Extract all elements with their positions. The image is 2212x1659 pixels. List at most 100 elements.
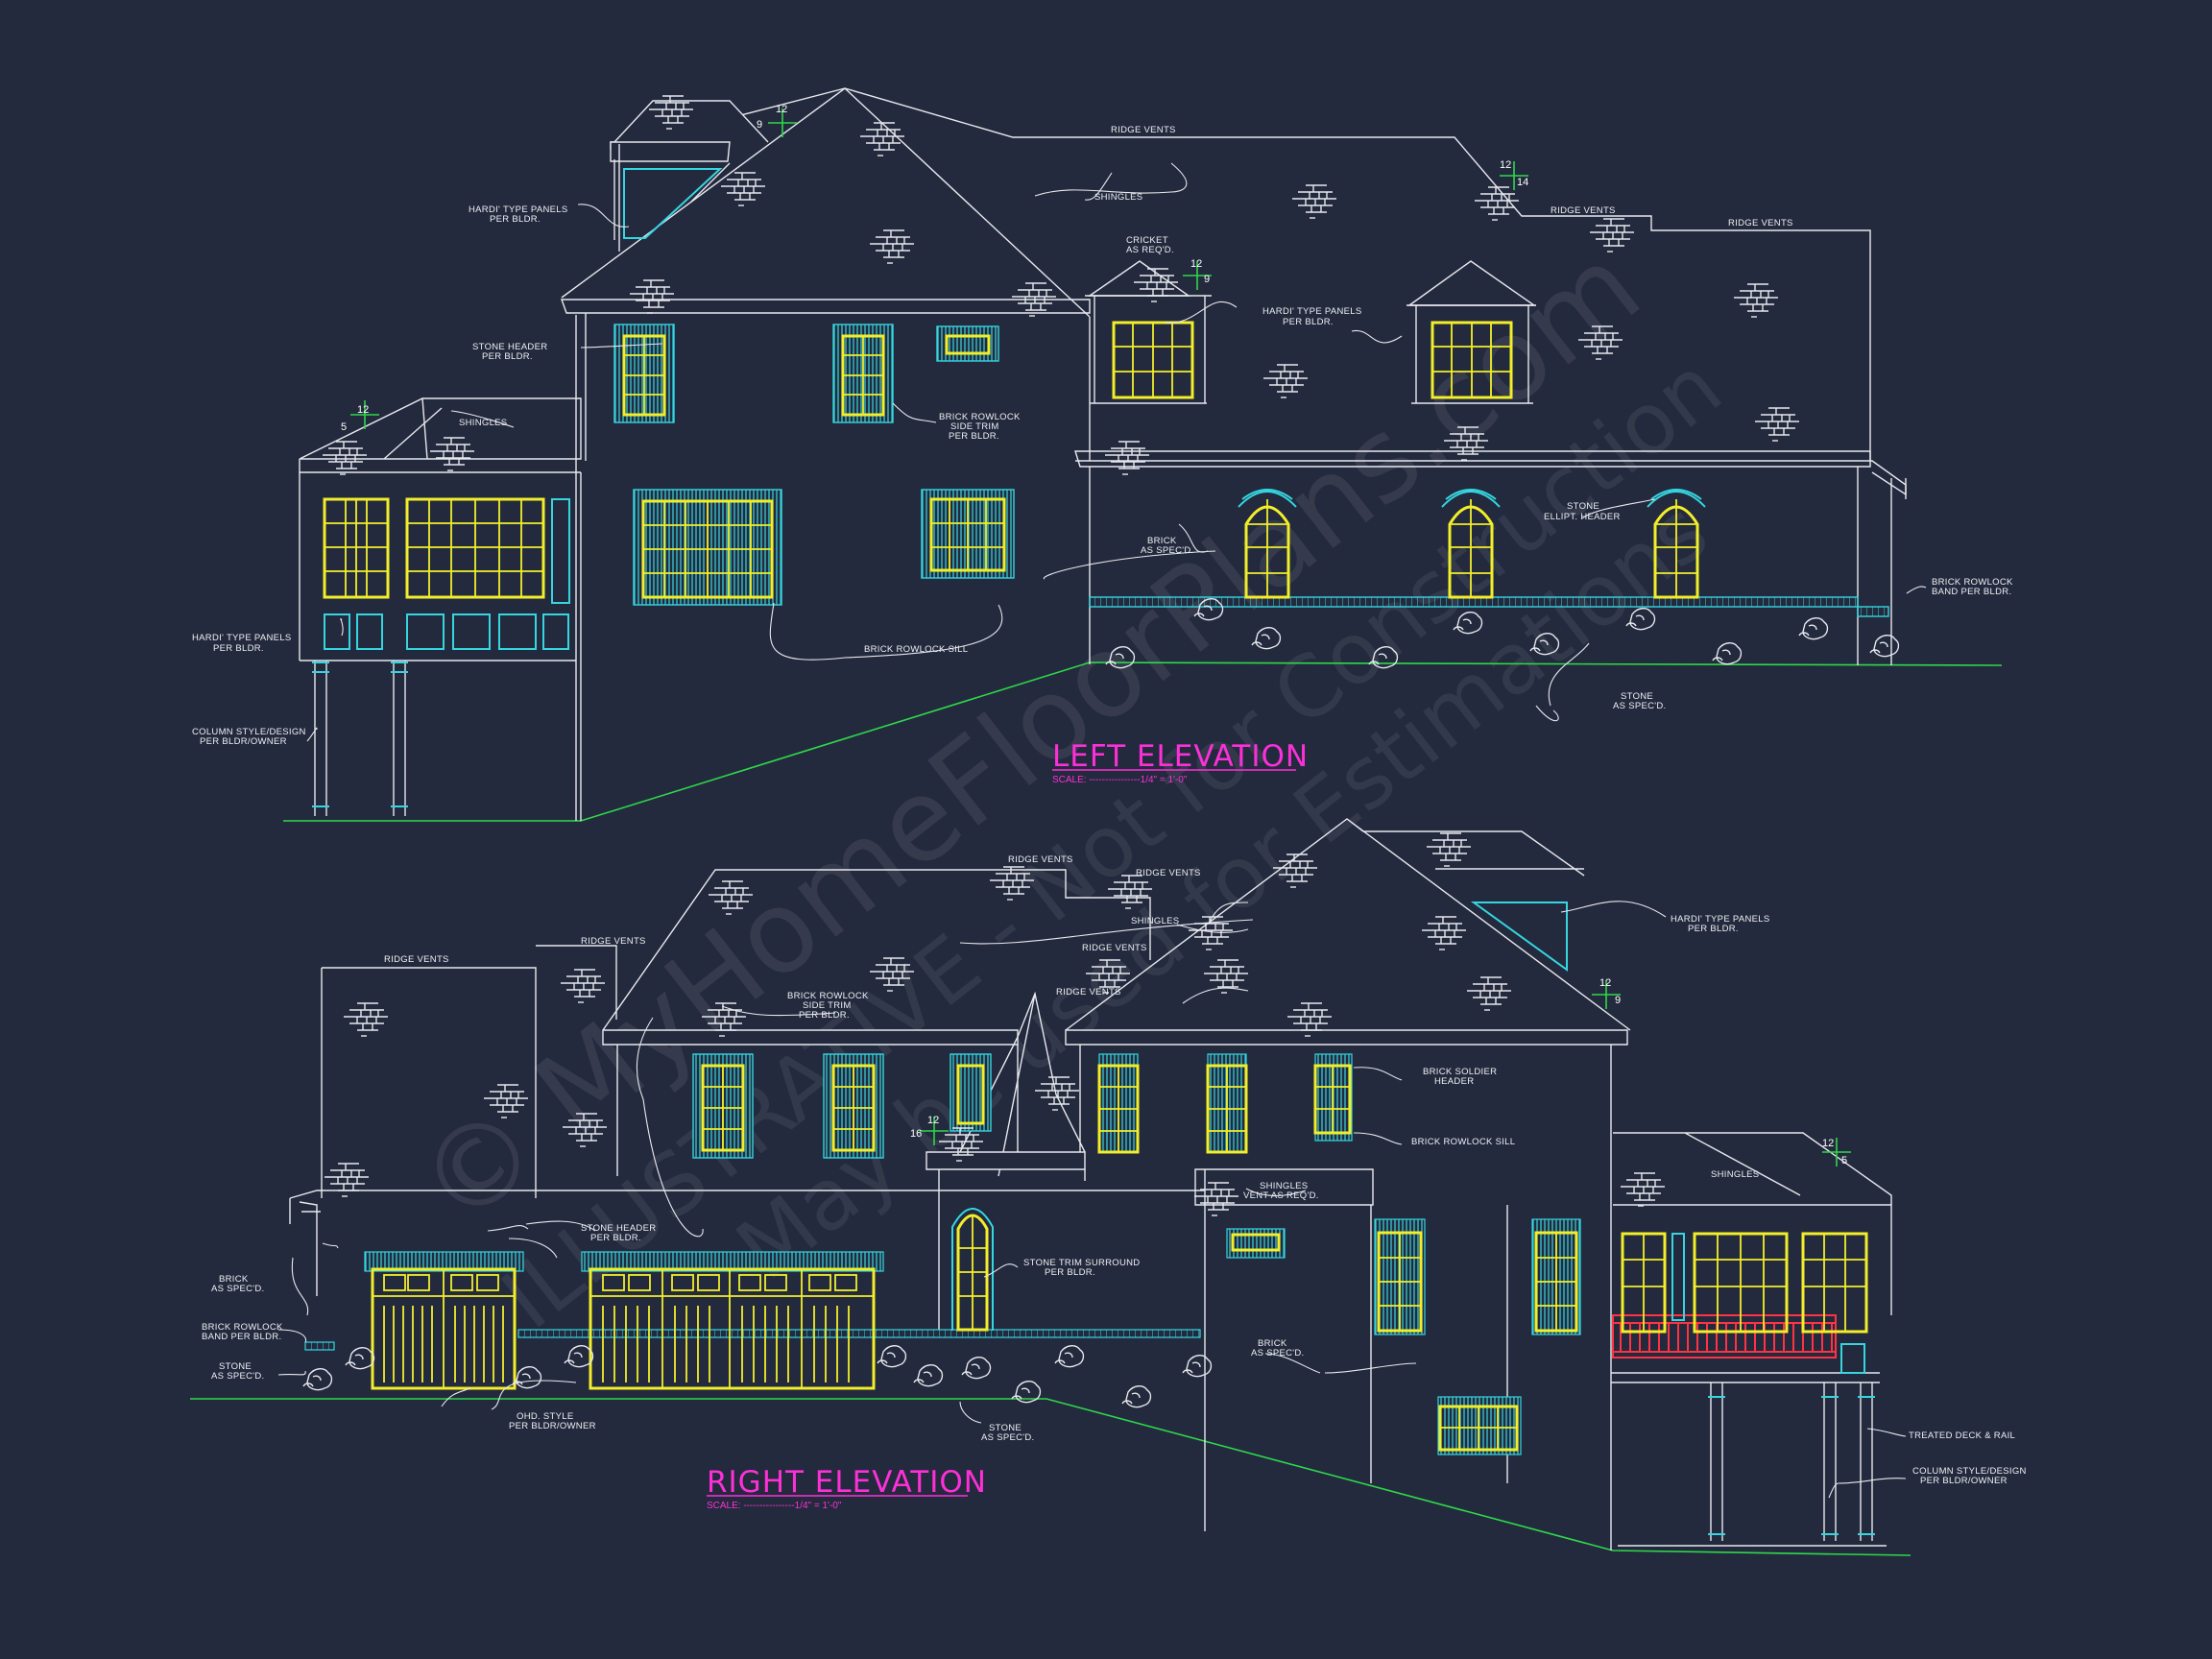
svg-text:PER BLDR.: PER BLDR. (1045, 1267, 1095, 1278)
svg-text:PER BLDR.: PER BLDR. (799, 1010, 850, 1021)
note-hardi-panels: HARDI' TYPE PANELS (1262, 306, 1361, 317)
note-ridge-vents: RIDGE VENTS (384, 954, 449, 965)
note-shingles: SHINGLES (1094, 192, 1142, 203)
note-hardi-panels: HARDI' TYPE PANELS (192, 633, 291, 643)
right-elevation-scale: SCALE: ----------------1/4" = 1'-0" (707, 1501, 842, 1511)
note-shingles: SHINGLES (459, 418, 507, 428)
note-column-style: COLUMN STYLE/DESIGN (1912, 1466, 2027, 1477)
svg-text:PER BLDR/OWNER: PER BLDR/OWNER (200, 736, 287, 747)
note-stone: STONE (1621, 691, 1653, 702)
svg-text:VENT AS REQ'D.: VENT AS REQ'D. (1243, 1190, 1319, 1201)
svg-text:12: 12 (1500, 159, 1511, 171)
right-deck-rail (1612, 1314, 1865, 1374)
svg-text:AS SPEC'D.: AS SPEC'D. (211, 1284, 265, 1294)
note-stone-header: STONE HEADER (472, 342, 547, 352)
svg-text:ELLIPT. HEADER: ELLIPT. HEADER (1544, 512, 1621, 522)
note-ridge-vents: RIDGE VENTS (1056, 987, 1121, 998)
note-brick: BRICK (219, 1274, 249, 1285)
left-elevation-title: LEFT ELEVATION (1052, 739, 1309, 774)
note-stone-ellipt: STONE (1567, 501, 1599, 512)
note-ohd-style: OHD. STYLE (517, 1411, 574, 1422)
svg-text:PER BLDR.: PER BLDR. (1283, 317, 1334, 327)
svg-text:BAND PER BLDR.: BAND PER BLDR. (202, 1332, 281, 1342)
right-elevation: 12 9 12 16 12 5 RIDGE VENTS RIDGE VENTS … (190, 818, 2027, 1556)
svg-text:12: 12 (357, 404, 369, 416)
svg-text:5: 5 (341, 421, 347, 433)
svg-text:12: 12 (1599, 977, 1611, 989)
note-treated-deck: TREATED DECK & RAIL (1909, 1431, 2015, 1441)
right-elevation-title: RIGHT ELEVATION (707, 1465, 987, 1500)
note-stone-header: STONE HEADER (581, 1223, 656, 1234)
svg-text:9: 9 (1204, 274, 1210, 285)
note-brick-soldier: BRICK SOLDIER (1423, 1067, 1497, 1077)
svg-text:5: 5 (1841, 1155, 1847, 1166)
note-column-style: COLUMN STYLE/DESIGN (192, 727, 306, 737)
svg-text:PER BLDR.: PER BLDR. (590, 1233, 641, 1243)
svg-text:PER BLDR.: PER BLDR. (213, 643, 264, 654)
note-ridge-vents: RIDGE VENTS (1082, 943, 1147, 953)
note-brick-rowlock-sill: BRICK ROWLOCK SILL (864, 644, 968, 655)
svg-text:12: 12 (927, 1115, 939, 1126)
left-grade-line (283, 661, 2003, 822)
svg-text:PER BLDR.: PER BLDR. (1688, 924, 1739, 934)
right-hardi-gable (1470, 902, 1568, 972)
svg-text:SIDE TRIM: SIDE TRIM (803, 1000, 852, 1011)
note-hardi-panels: HARDI' TYPE PANELS (469, 204, 567, 215)
svg-text:HEADER: HEADER (1434, 1076, 1474, 1087)
left-elevation-notes: RIDGE VENTS RIDGE VENTS RIDGE VENTS SHIN… (192, 125, 2013, 747)
right-upper-windows (692, 1053, 1353, 1159)
note-hardi-panels: HARDI' TYPE PANELS (1671, 914, 1769, 925)
svg-text:AS SPEC'D.: AS SPEC'D. (1141, 545, 1194, 556)
left-upper-windows (613, 321, 1513, 423)
note-ridge-vents: RIDGE VENTS (1008, 854, 1073, 865)
svg-text:12: 12 (776, 104, 787, 115)
note-brick-rowlock-side: BRICK ROWLOCK (787, 991, 869, 1001)
note-brick-rowlock-sill: BRICK ROWLOCK SILL (1411, 1137, 1515, 1147)
left-porch-panels (324, 498, 570, 650)
svg-text:12: 12 (1190, 258, 1202, 270)
note-brick-rowlock-band: BRICK ROWLOCK (1932, 577, 2013, 588)
note-ridge-vents: RIDGE VENTS (1551, 205, 1616, 216)
note-ridge-vents: RIDGE VENTS (1136, 868, 1201, 878)
note-shingles-vent: SHINGLES (1260, 1181, 1308, 1191)
svg-text:PER BLDR/OWNER: PER BLDR/OWNER (1920, 1476, 2008, 1486)
right-garage-doors (364, 1251, 884, 1390)
svg-text:PER BLDR.: PER BLDR. (490, 214, 541, 225)
svg-text:AS SPEC'D.: AS SPEC'D. (1251, 1348, 1305, 1358)
left-pitch-markers: 12 9 12 14 12 9 12 5 (341, 104, 1528, 433)
note-ridge-vents: RIDGE VENTS (581, 936, 646, 947)
svg-text:AS SPEC'D.: AS SPEC'D. (1613, 701, 1667, 711)
svg-text:PER BLDR.: PER BLDR. (949, 431, 999, 442)
note-brick: BRICK (1258, 1338, 1287, 1349)
left-porch-windows (323, 497, 545, 599)
right-stone-symbols (302, 1345, 1213, 1408)
svg-text:PER BLDR.: PER BLDR. (482, 351, 533, 362)
left-hardi-gable (623, 168, 723, 239)
note-shingles: SHINGLES (1711, 1169, 1759, 1180)
right-pitch-markers: 12 9 12 16 12 5 (910, 977, 1851, 1166)
svg-text:AS REQ'D.: AS REQ'D. (1126, 245, 1174, 255)
svg-text:14: 14 (1517, 177, 1528, 188)
svg-text:9: 9 (757, 119, 762, 131)
svg-text:PER BLDR/OWNER: PER BLDR/OWNER (509, 1421, 596, 1431)
note-stone: STONE (989, 1423, 1022, 1433)
svg-text:SIDE TRIM: SIDE TRIM (950, 421, 999, 432)
left-elevation-scale: SCALE: ----------------1/4" = 1'-0" (1052, 775, 1188, 785)
svg-text:AS SPEC'D.: AS SPEC'D. (211, 1371, 265, 1382)
svg-text:9: 9 (1615, 995, 1621, 1006)
watermark: © MyHomeFloorPlans.com ILLUSTRATIVE - No… (394, 220, 1740, 1348)
svg-text:12: 12 (1822, 1138, 1834, 1149)
note-brick-rowlock-side: BRICK ROWLOCK (939, 412, 1021, 422)
note-brick: BRICK (1147, 536, 1177, 546)
note-stone-trim: STONE TRIM SURROUND (1023, 1258, 1140, 1268)
left-lower-windows (633, 489, 1706, 606)
note-brick-rowlock-band: BRICK ROWLOCK (202, 1322, 283, 1333)
right-lower-windows (951, 1208, 1868, 1455)
note-ridge-vents: RIDGE VENTS (1111, 125, 1176, 135)
note-shingles: SHINGLES (1131, 916, 1179, 926)
note-ridge-vents: RIDGE VENTS (1728, 218, 1793, 228)
svg-text:16: 16 (910, 1128, 922, 1140)
note-stone: STONE (219, 1361, 252, 1372)
svg-text:BAND PER BLDR.: BAND PER BLDR. (1932, 587, 2011, 597)
